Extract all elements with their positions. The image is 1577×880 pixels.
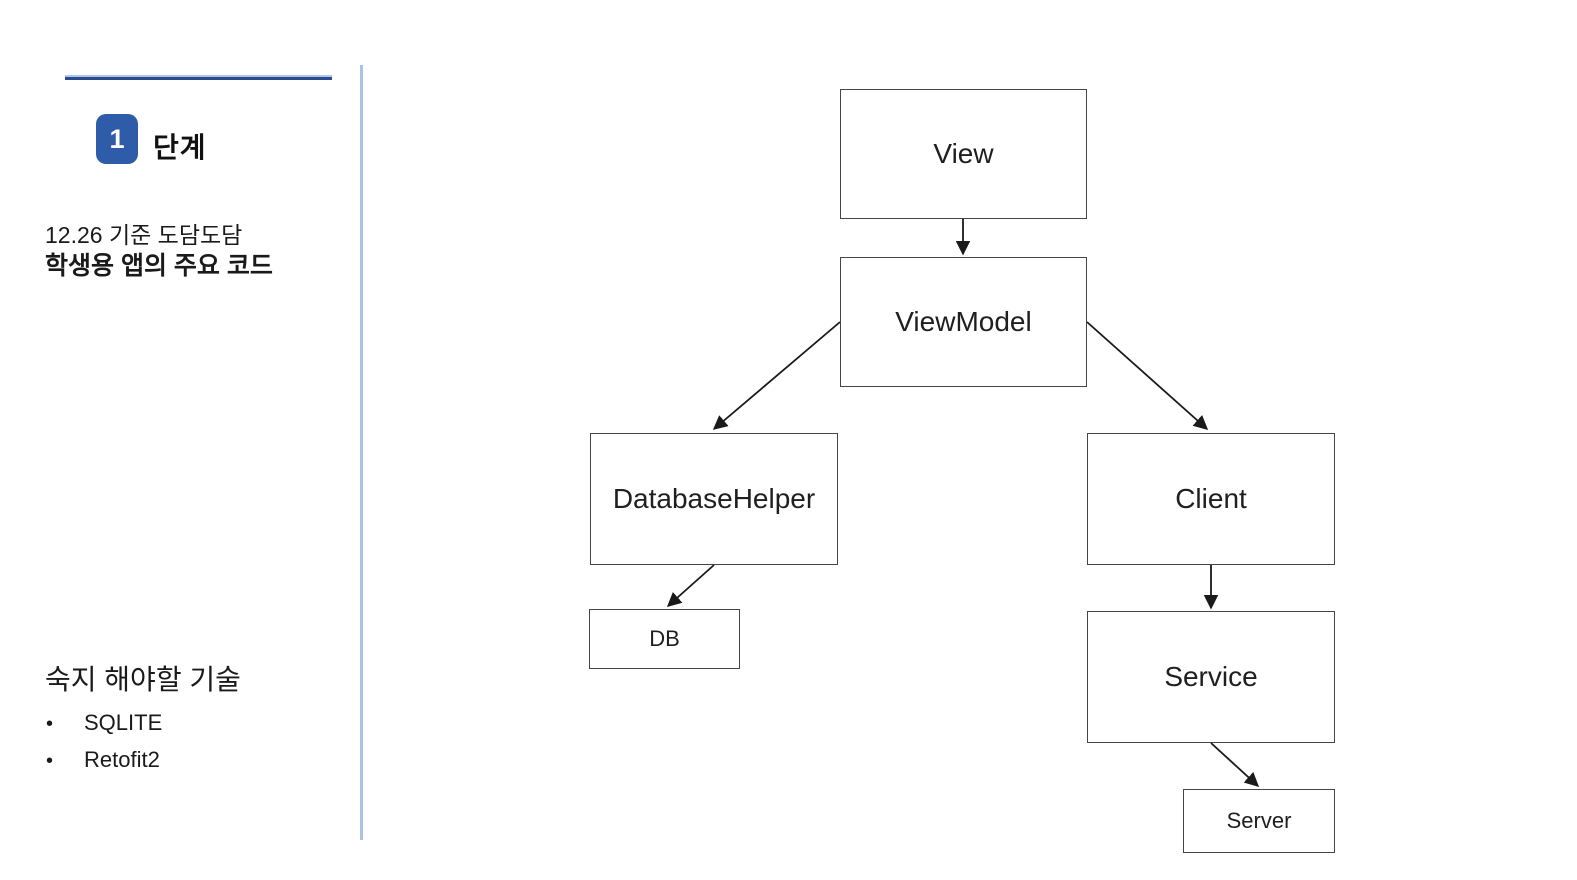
step-number-badge: 1 bbox=[96, 114, 138, 164]
node-client: Client bbox=[1087, 433, 1335, 565]
vertical-divider bbox=[360, 65, 363, 840]
node-databasehelper: DatabaseHelper bbox=[590, 433, 838, 565]
step-label: 단계 bbox=[153, 132, 207, 163]
slide-subtitle: 12.26 기준 도담도담 학생용 앱의 주요 코드 bbox=[45, 220, 273, 282]
accent-line bbox=[65, 75, 332, 80]
list-item: • SQLITE bbox=[46, 710, 162, 736]
node-viewmodel: ViewModel bbox=[840, 257, 1087, 387]
node-view: View bbox=[840, 89, 1087, 219]
bullet-icon: • bbox=[46, 713, 54, 735]
skill-label: SQLITE bbox=[84, 710, 163, 735]
node-label: View bbox=[933, 138, 994, 169]
skills-list: • SQLITE • Retofit2 bbox=[46, 710, 162, 773]
node-server: Server bbox=[1183, 789, 1335, 853]
node-service: Service bbox=[1087, 611, 1335, 743]
bullet-icon: • bbox=[46, 750, 54, 772]
list-item: • Retofit2 bbox=[46, 747, 162, 773]
step-number: 1 bbox=[109, 123, 125, 154]
node-label: ViewModel bbox=[895, 306, 1032, 337]
node-label: Service bbox=[1164, 661, 1258, 692]
node-label: Client bbox=[1175, 483, 1247, 514]
skill-label: Retofit2 bbox=[84, 747, 160, 772]
subtitle-line2: 학생용 앱의 주요 코드 bbox=[45, 252, 273, 280]
edge-viewmodel-client bbox=[1086, 321, 1209, 430]
edge-databasehelper-db bbox=[666, 564, 715, 607]
node-label: DB bbox=[649, 626, 680, 651]
subtitle-line1: 12.26 기준 도담도담 bbox=[45, 222, 243, 248]
skills-heading: 숙지 해야할 기술 bbox=[45, 664, 241, 695]
node-db: DB bbox=[589, 609, 740, 669]
edge-viewmodel-databasehelper bbox=[712, 321, 841, 430]
edge-service-server bbox=[1210, 742, 1260, 787]
node-label: Server bbox=[1226, 808, 1292, 833]
node-label: DatabaseHelper bbox=[612, 483, 816, 514]
